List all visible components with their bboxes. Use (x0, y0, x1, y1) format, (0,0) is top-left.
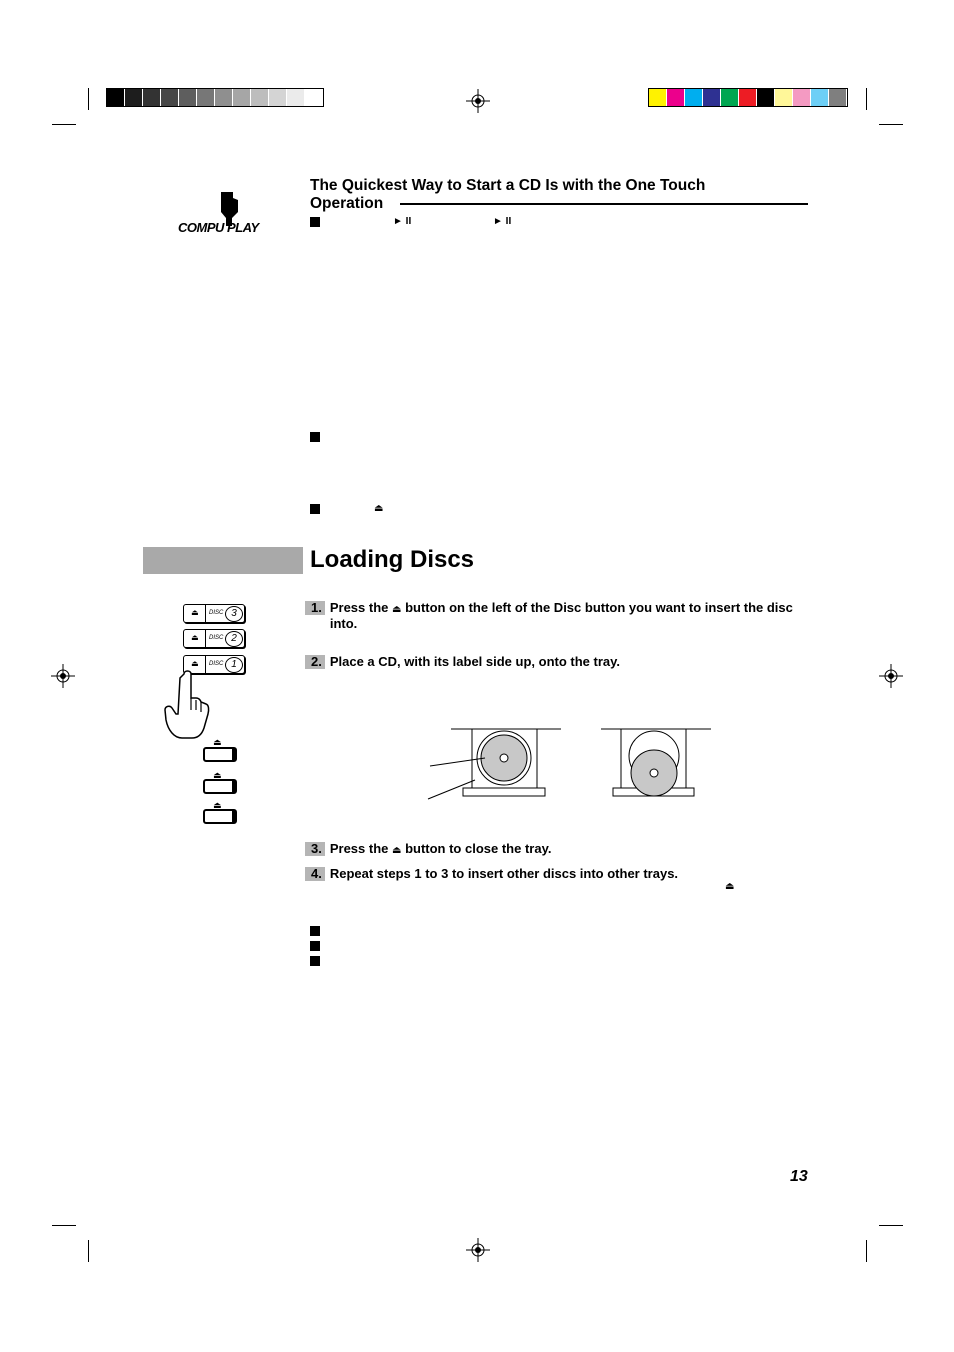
eject-icon: ⏏ (725, 881, 735, 892)
bullet-square (310, 432, 320, 442)
page-number: 13 (790, 1168, 808, 1185)
disc-number: 2 (225, 631, 243, 647)
title-rule (399, 202, 808, 205)
disc-label: DISC (209, 661, 224, 667)
page-heading: Loading Discs (310, 546, 475, 573)
tray-eject-button (203, 809, 237, 824)
color-swatch (269, 89, 287, 106)
step-2: 2. Place a CD, with its label side up, on… (305, 655, 820, 669)
button-divider (205, 605, 206, 622)
registration-target-icon (466, 89, 490, 113)
bullet-square (310, 956, 320, 966)
color-swatch (739, 89, 757, 106)
color-swatch-bar (648, 88, 848, 107)
step-text: Press the (329, 600, 392, 615)
disc-label: DISC (209, 610, 224, 616)
pointing-hand-icon (221, 192, 238, 226)
tray-eject-button (203, 779, 237, 794)
color-swatch (107, 89, 125, 106)
section-title-line2: Operation (310, 195, 384, 212)
registration-target-icon (51, 664, 75, 688)
color-swatch (757, 89, 775, 106)
step-1: 1. Press the ⏏ button on the left of the … (305, 601, 820, 631)
crop-mark (866, 1240, 867, 1262)
crop-mark (52, 1225, 76, 1226)
step-text: Press the (329, 841, 392, 856)
step-text: Repeat steps 1 to 3 to insert other disc… (329, 866, 679, 881)
step-number: 3. (305, 842, 325, 856)
color-swatch (161, 89, 179, 106)
color-swatch (721, 89, 739, 106)
step-number: 2. (305, 655, 325, 669)
color-swatch (233, 89, 251, 106)
color-swatch (215, 89, 233, 106)
color-swatch (649, 89, 667, 106)
color-swatch (811, 89, 829, 106)
bullet-square (310, 504, 320, 514)
eject-icon: ⏏ (374, 503, 384, 514)
eject-icon: ⏏ (191, 633, 199, 642)
crop-mark (879, 1225, 903, 1226)
registration-target-icon (466, 1238, 490, 1262)
disc-2-button: ⏏ DISC 2 (183, 629, 245, 648)
bullet-square (310, 217, 320, 227)
color-swatch (829, 89, 847, 106)
eject-icon: ⏏ (191, 659, 199, 668)
disc-tray-diagram (427, 728, 711, 800)
step-4: 4. Repeat steps 1 to 3 to insert other di… (305, 867, 820, 881)
crop-mark (88, 88, 89, 110)
eject-icon: ⏏ (213, 800, 222, 810)
tray-eject-button (203, 747, 237, 762)
disc-number: 3 (225, 606, 243, 622)
disc-number: 1 (225, 657, 243, 673)
disc-label: DISC (209, 635, 224, 641)
color-swatch (305, 89, 323, 106)
color-swatch (667, 89, 685, 106)
step-text: Place a CD, with its label side up, onto… (329, 654, 620, 669)
bullet-square (310, 941, 320, 951)
color-swatch (793, 89, 811, 106)
crop-mark (866, 88, 867, 110)
step-3: 3. Press the ⏏ button to close the tray. (305, 842, 820, 858)
button-divider (205, 656, 206, 673)
eject-icon: ⏏ (213, 770, 222, 780)
step-text: button on the left of the Disc button yo… (329, 600, 793, 631)
eject-icon: ⏏ (392, 845, 402, 856)
step-number: 4. (305, 867, 325, 881)
color-swatch (251, 89, 269, 106)
bullet-square (310, 926, 320, 936)
disc-3-button: ⏏ DISC 3 (183, 604, 245, 623)
section-title-line1: The Quickest Way to Start a CD Is with t… (310, 177, 706, 194)
crop-mark (879, 124, 903, 125)
color-swatch (685, 89, 703, 106)
crop-mark (52, 124, 76, 125)
step-number: 1. (305, 601, 325, 615)
step-text: button to close the tray. (401, 841, 552, 856)
color-swatch (775, 89, 793, 106)
color-swatch (703, 89, 721, 106)
pressing-hand-icon (164, 670, 210, 739)
section-title: The Quickest Way to Start a CD Is with t… (310, 177, 808, 213)
logo-text: COMPU PLAY (178, 220, 259, 235)
button-divider (205, 630, 206, 647)
play-pause-icon: ► II (493, 216, 512, 227)
color-swatch (287, 89, 305, 106)
color-swatch (197, 89, 215, 106)
compu-play-logo: COMPU PLAY (178, 190, 278, 236)
color-swatch (143, 89, 161, 106)
gray-swatch-bar (106, 88, 324, 107)
eject-icon: ⏏ (191, 608, 199, 617)
registration-target-icon (879, 664, 903, 688)
eject-icon: ⏏ (392, 604, 402, 615)
play-pause-icon: ► II (393, 216, 412, 227)
eject-icon: ⏏ (213, 737, 222, 747)
crop-mark (88, 1240, 89, 1262)
heading-bar (143, 547, 303, 574)
color-swatch (179, 89, 197, 106)
disc-1-button: ⏏ DISC 1 (183, 655, 245, 674)
color-swatch (125, 89, 143, 106)
